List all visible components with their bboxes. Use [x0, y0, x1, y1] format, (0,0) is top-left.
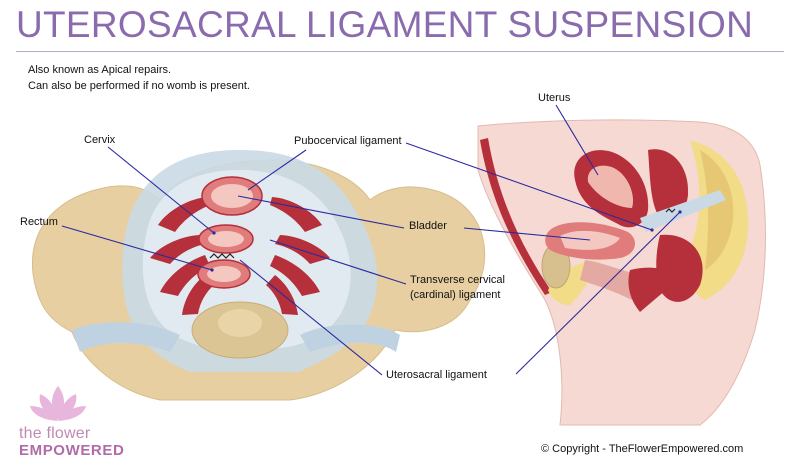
- logo-text-line-1: the flower: [19, 425, 91, 442]
- label-uterosacral-ligament: Uterosacral ligament: [386, 369, 487, 381]
- label-transverse-cervical-1: Transverse cervical: [410, 274, 505, 286]
- label-bladder: Bladder: [409, 220, 447, 232]
- copyright-notice: © Copyright - TheFlowerEmpowered.com: [541, 443, 744, 455]
- subtitle-line-2: Can also be performed if no womb is pres…: [28, 80, 250, 92]
- sagittal-view: [477, 119, 766, 426]
- label-rectum: Rectum: [20, 216, 58, 228]
- page-title: UTEROSACRAL LIGAMENT SUSPENSION: [16, 4, 754, 45]
- label-pubocervical-ligament: Pubocervical ligament: [294, 135, 402, 147]
- label-uterus: Uterus: [538, 92, 571, 104]
- label-transverse-cervical-2: (cardinal) ligament: [410, 289, 501, 301]
- label-cervix: Cervix: [84, 134, 116, 146]
- subtitle-line-1: Also known as Apical repairs.: [28, 64, 172, 76]
- logo-lotus: [30, 386, 86, 421]
- pelvic-floor-view: [31, 150, 486, 401]
- logo-text-line-2: EMPOWERED: [19, 442, 125, 459]
- title-divider: [16, 51, 784, 52]
- leader-lines: [61, 104, 681, 376]
